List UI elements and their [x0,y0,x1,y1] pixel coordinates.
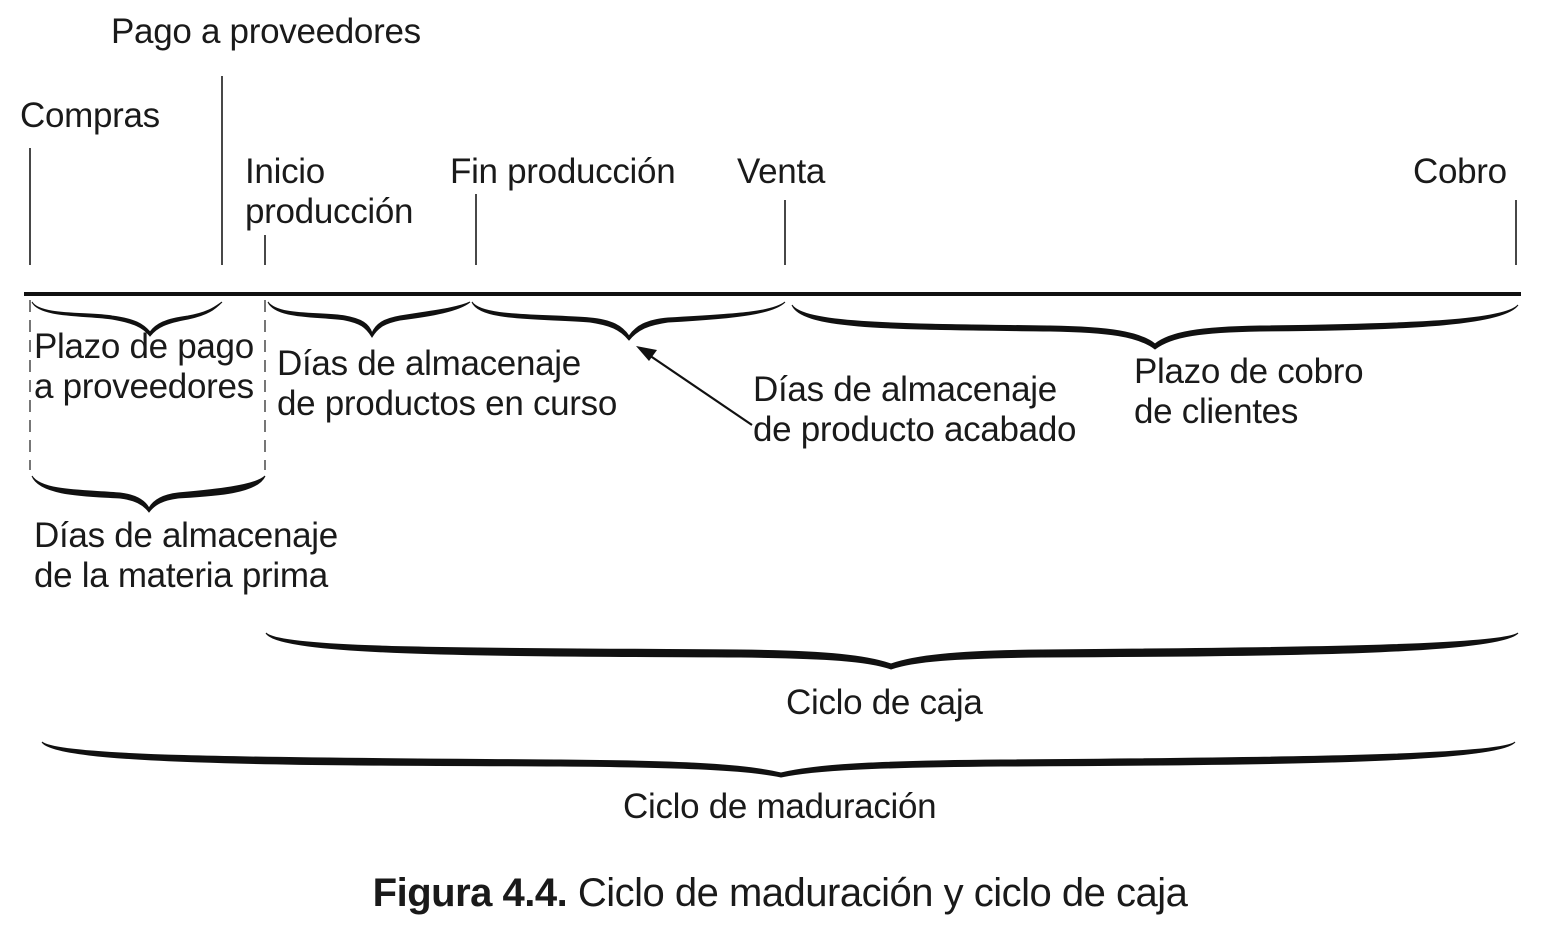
label-almacenaje-curso: Días de almacenaje de productos en curso [277,344,617,424]
label-almacenaje-acabado: Días de almacenaje de producto acabado [753,370,1076,450]
arrowhead-icon [636,346,657,361]
label-venta: Venta [737,152,826,191]
arrow-almacenaje-acabado [645,352,753,426]
label-plazo-cobro-line1: Plazo de cobro [1134,352,1364,391]
label-inicio-produccion-line1: Inicio [245,152,325,191]
brace-almacenaje-materia [31,475,266,513]
brace-almacenaje-acabado [471,301,786,341]
label-plazo-cobro-line2: de clientes [1134,392,1299,431]
label-almacenaje-curso-line1: Días de almacenaje [277,344,581,383]
label-ciclo-caja: Ciclo de caja [786,683,983,722]
label-plazo-pago-line2: a proveedores [34,367,254,406]
label-pago-proveedores: Pago a proveedores [111,12,421,51]
label-compras: Compras [20,96,160,135]
label-almacenaje-acabado-line2: de producto acabado [753,410,1077,449]
brace-plazo-cobro [791,304,1519,350]
figure-caption: Figura 4.4. Ciclo de maduración y ciclo … [0,870,1560,916]
figure-caption-text: Ciclo de maduración y ciclo de caja [567,871,1188,915]
label-plazo-pago-line1: Plazo de pago [34,327,254,366]
label-plazo-pago: Plazo de pago a proveedores [34,327,254,407]
label-almacenaje-curso-line2: de productos en curso [277,384,618,423]
label-almacenaje-materia: Días de almacenaje de la materia prima [34,516,338,596]
label-almacenaje-materia-line2: de la materia prima [34,556,328,595]
label-ciclo-maduracion: Ciclo de maduración [623,787,937,826]
figure-caption-label: Figura 4.4. [372,871,568,915]
brace-almacenaje-curso [267,301,471,338]
label-cobro: Cobro [1413,152,1507,191]
label-inicio-produccion-line2: producción [245,192,414,231]
brace-plazo-pago [31,301,223,337]
brace-ciclo-caja [265,632,1519,670]
brace-ciclo-maduracion [41,741,1516,778]
label-almacenaje-materia-line1: Días de almacenaje [34,516,338,555]
label-fin-produccion: Fin producción [450,152,676,191]
label-almacenaje-acabado-line1: Días de almacenaje [753,370,1057,409]
label-inicio-produccion: Inicio producción [245,152,414,232]
label-plazo-cobro: Plazo de cobro de clientes [1134,352,1364,432]
